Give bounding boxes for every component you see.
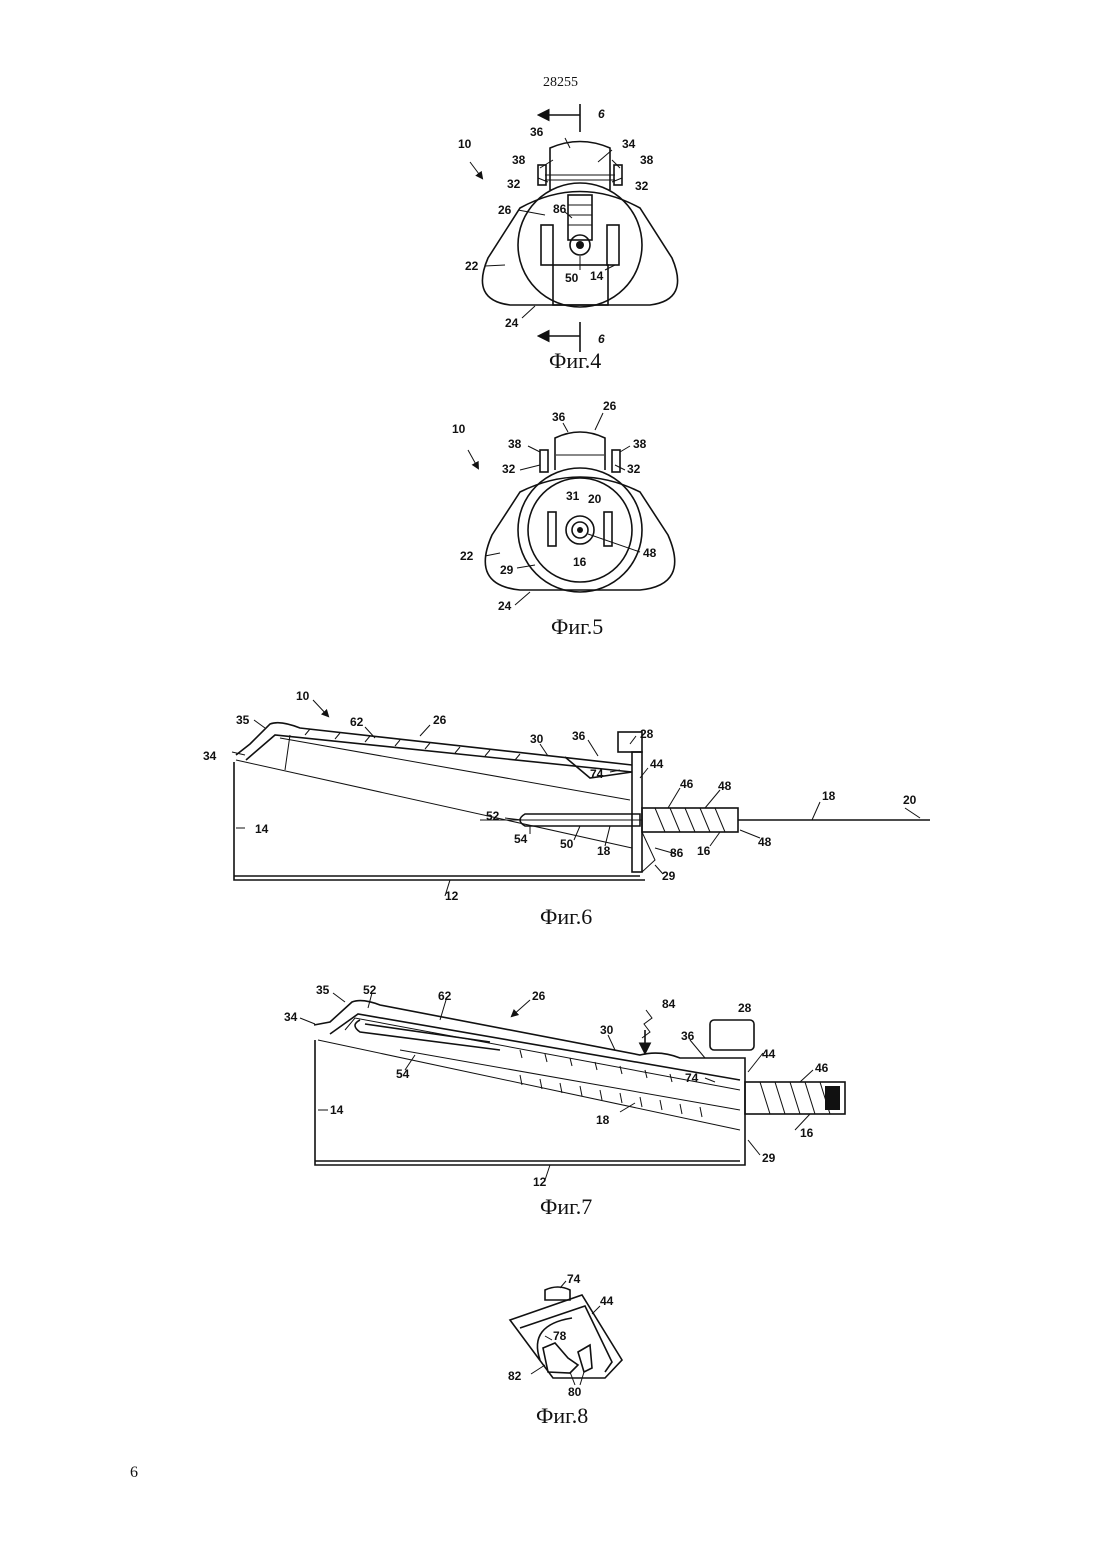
fig4-label-10: 10: [458, 137, 472, 151]
fig6-label-14: 14: [255, 822, 269, 836]
fig6-label-36: 36: [572, 729, 586, 743]
fig6-label-16: 16: [697, 844, 711, 858]
fig8-label-44: 44: [600, 1294, 614, 1308]
fig5-label-48: 48: [643, 546, 657, 560]
fig7-label-35: 35: [316, 983, 330, 997]
fig6-label-86: 86: [670, 846, 684, 860]
fig6-label-74: 74: [590, 767, 604, 781]
fig7-label-14: 14: [330, 1103, 344, 1117]
fig8-label-78: 78: [553, 1329, 567, 1343]
fig5-label-10: 10: [452, 422, 466, 436]
figure-6-drawing: 10 35 62 26 34 30 36 28 74 44 46 48 18 2…: [203, 689, 930, 903]
fig6-label-26: 26: [433, 713, 447, 727]
fig5-label-38-right: 38: [633, 437, 647, 451]
fig7-label-34: 34: [284, 1010, 298, 1024]
fig6-label-28: 28: [640, 727, 654, 741]
fig6-label-52: 52: [486, 809, 500, 823]
fig4-label-32-left: 32: [507, 177, 521, 191]
fig7-label-62: 62: [438, 989, 452, 1003]
fig6-label-18-bottom: 18: [597, 844, 611, 858]
fig5-label-32-right: 32: [627, 462, 641, 476]
fig4-label-38-left: 38: [512, 153, 526, 167]
fig4-label-14: 14: [590, 269, 604, 283]
figure-4-caption: Фиг.4: [549, 348, 601, 374]
fig5-label-32-left: 32: [502, 462, 516, 476]
fig4-label-34: 34: [622, 137, 636, 151]
fig6-label-10: 10: [296, 689, 310, 703]
fig4-label-24: 24: [505, 316, 519, 330]
fig5-label-26: 26: [603, 399, 617, 413]
fig5-label-16: 16: [573, 555, 587, 569]
fig7-label-46: 46: [815, 1061, 829, 1075]
fig6-label-46: 46: [680, 777, 694, 791]
fig7-label-26: 26: [532, 989, 546, 1003]
fig6-label-54: 54: [514, 832, 528, 846]
fig5-label-31: 31: [566, 489, 580, 503]
fig4-label-6-bottom: 6: [598, 332, 605, 346]
fig6-label-50: 50: [560, 837, 574, 851]
fig7-label-30: 30: [600, 1023, 614, 1037]
fig6-label-30: 30: [530, 732, 544, 746]
fig7-label-18: 18: [596, 1113, 610, 1127]
fig6-label-12: 12: [445, 889, 459, 903]
fig4-label-32-right: 32: [635, 179, 649, 193]
fig4-label-38-right: 38: [640, 153, 654, 167]
fig4-label-86: 86: [553, 202, 567, 216]
fig7-label-52: 52: [363, 983, 377, 997]
fig7-label-44: 44: [762, 1047, 776, 1061]
fig7-label-16: 16: [800, 1126, 814, 1140]
fig4-label-6-top: 6: [598, 107, 605, 121]
fig6-label-20: 20: [903, 793, 917, 807]
figure-8-caption: Фиг.8: [536, 1403, 588, 1429]
fig5-label-22: 22: [460, 549, 474, 563]
fig6-label-48-top: 48: [718, 779, 732, 793]
fig5-label-29: 29: [500, 563, 514, 577]
figure-5-caption: Фиг.5: [551, 614, 603, 640]
figure-5-drawing: 10 36 26 38 38 32 32 31 20 48 22 16 29 2…: [452, 399, 675, 613]
fig4-label-50: 50: [565, 271, 579, 285]
fig5-label-38-left: 38: [508, 437, 522, 451]
fig7-label-36: 36: [681, 1029, 695, 1043]
fig5-label-24: 24: [498, 599, 512, 613]
figure-8-drawing: 74 44 78 82 80: [508, 1272, 622, 1399]
fig8-label-80: 80: [568, 1385, 582, 1399]
fig7-label-84: 84: [662, 997, 676, 1011]
fig4-label-36: 36: [530, 125, 544, 139]
fig6-label-44: 44: [650, 757, 664, 771]
figure-7-caption: Фиг.7: [540, 1194, 592, 1220]
fig8-label-74: 74: [567, 1272, 581, 1286]
figure-7-drawing: 35 52 62 26 84 28 34 30 36 44 46 54 74 1…: [284, 983, 845, 1189]
fig5-label-36: 36: [552, 410, 566, 424]
fig8-label-82: 82: [508, 1369, 522, 1383]
fig7-label-54: 54: [396, 1067, 410, 1081]
fig7-label-28: 28: [738, 1001, 752, 1015]
fig7-label-74: 74: [685, 1071, 699, 1085]
fig5-label-20: 20: [588, 492, 602, 506]
fig6-label-48-bottom: 48: [758, 835, 772, 849]
fig4-label-22: 22: [465, 259, 479, 273]
fig7-label-12: 12: [533, 1175, 547, 1189]
fig6-label-34: 34: [203, 749, 217, 763]
figure-4-drawing: 10 36 38 34 38 32 32 26 86 22 50 14 24 6…: [458, 104, 678, 352]
fig6-label-62: 62: [350, 715, 364, 729]
figure-6-caption: Фиг.6: [540, 904, 592, 930]
fig7-label-29: 29: [762, 1151, 776, 1165]
fig6-label-29: 29: [662, 869, 676, 883]
fig6-label-35: 35: [236, 713, 250, 727]
fig4-label-26: 26: [498, 203, 512, 217]
fig6-label-18-top: 18: [822, 789, 836, 803]
